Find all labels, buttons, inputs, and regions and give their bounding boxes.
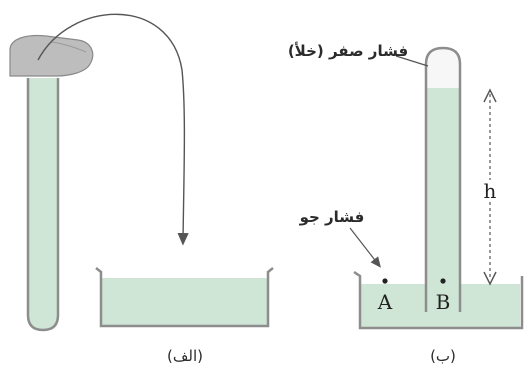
finger-icon xyxy=(9,34,94,77)
point-a-dot xyxy=(382,278,388,284)
panel-b: فشار صفر (خلأ) فشار جو h A B (ب) xyxy=(288,42,524,365)
point-b-dot xyxy=(440,278,446,284)
panel-a: (الف) xyxy=(9,13,274,365)
barometer-tube xyxy=(424,46,462,312)
atm-arrow xyxy=(349,227,381,268)
caption-a: (الف) xyxy=(167,347,203,365)
inversion-arrow xyxy=(37,13,189,246)
dish-outline xyxy=(353,270,524,330)
point-b-label: B xyxy=(436,290,451,314)
fingernail-line xyxy=(51,41,87,53)
atm-pressure-label: فشار جو xyxy=(299,208,365,226)
filled-test-tube xyxy=(26,78,60,332)
mercury-column xyxy=(426,88,460,286)
vacuum-label: فشار صفر (خلأ) xyxy=(288,42,408,60)
liquid-dish xyxy=(95,267,274,328)
vacuum-leader xyxy=(395,55,429,67)
vacuum-region xyxy=(426,48,460,88)
caption-b: (ب) xyxy=(430,347,456,365)
height-label-bg xyxy=(480,180,500,202)
point-a-label: A xyxy=(377,290,393,314)
dish-liquid xyxy=(360,284,520,328)
height-label: h xyxy=(484,179,497,203)
